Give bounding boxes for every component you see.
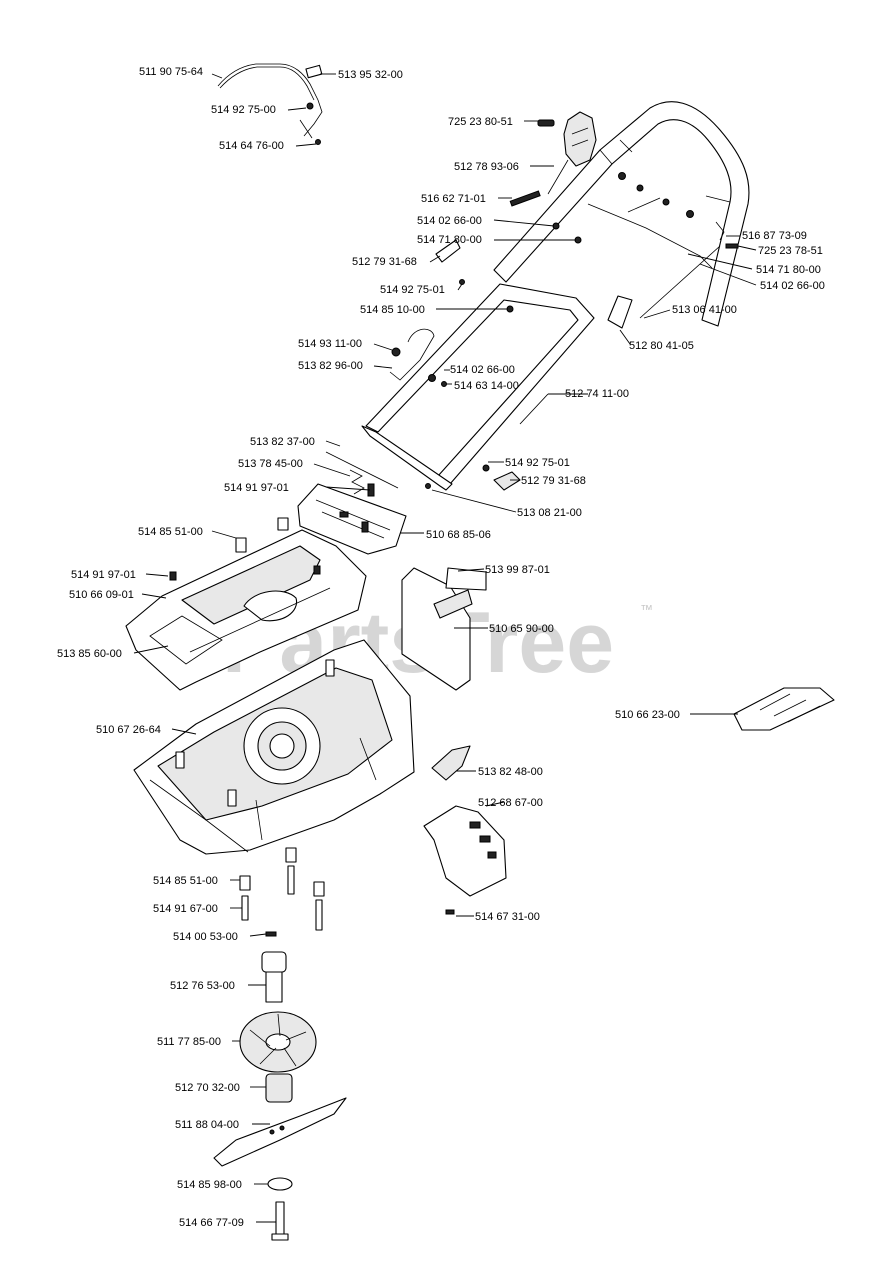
part-number-label[interactable]: 510 66 09-01 [69,589,134,601]
part-number-label[interactable]: 513 82 96-00 [298,360,363,372]
part-number-label[interactable]: 514 02 66-00 [760,280,825,292]
part-number-label[interactable]: 511 77 85-00 [157,1036,221,1048]
part-number-label[interactable]: 513 85 60-00 [57,648,122,660]
part-number-label[interactable]: 513 08 21-00 [517,507,582,519]
callout-labels: 511 90 75-64 513 95 32-00 514 92 75-00 5… [57,66,825,1229]
part-number-label[interactable]: 514 02 66-00 [417,215,482,227]
part-number-label[interactable]: 514 63 14-00 [454,380,519,392]
part-number-label[interactable]: 514 00 53-00 [173,931,238,943]
clip-drawing [431,745,471,781]
part-number-label[interactable]: 512 76 53-00 [170,980,235,992]
part-number-label[interactable]: 514 71 80-00 [417,234,482,246]
part-number-label[interactable]: 513 99 87-01 [485,564,550,576]
part-number-label[interactable]: 512 78 93-06 [454,161,519,173]
part-number-label[interactable]: 514 66 77-09 [179,1217,244,1229]
part-number-label[interactable]: 514 71 80-00 [756,264,821,276]
part-number-label[interactable]: 513 06 41-00 [672,304,737,316]
part-number-label[interactable]: 513 78 45-00 [238,458,303,470]
part-number-label[interactable]: 514 85 51-00 [153,875,218,887]
part-number-label[interactable]: 514 92 75-01 [380,284,445,296]
part-number-label[interactable]: 514 67 31-00 [475,911,540,923]
part-number-label[interactable]: 510 68 85-06 [426,529,491,541]
part-number-label[interactable]: 514 92 75-00 [211,104,276,116]
motor-screws-drawing [239,847,325,937]
part-number-label[interactable]: 514 92 75-01 [505,457,570,469]
side-guard-drawing [423,805,507,915]
part-number-label[interactable]: 725 23 80-51 [448,116,513,128]
part-number-label[interactable]: 513 82 37-00 [250,436,315,448]
control-lever-drawing [217,63,323,145]
catcher-drawing [733,687,835,731]
watermark-trademark: ™ [640,602,653,617]
part-number-label[interactable]: 513 95 32-00 [338,69,403,81]
part-number-label[interactable]: 514 85 10-00 [360,304,425,316]
lower-handle-drawing [325,239,595,491]
upper-hood-drawing [125,517,367,691]
part-number-label[interactable]: 513 82 48-00 [478,766,543,778]
rear-flap-drawing [401,567,487,691]
part-number-label[interactable]: 510 66 23-00 [615,709,680,721]
height-plate-drawing [297,483,407,555]
part-number-label[interactable]: 514 02 66-00 [450,364,515,376]
part-number-label[interactable]: 512 68 67-00 [478,797,543,809]
part-number-label[interactable]: 512 79 31-68 [352,256,417,268]
part-number-label[interactable]: 512 79 31-68 [521,475,586,487]
part-number-label[interactable]: 512 74 11-00 [565,388,629,400]
part-number-label[interactable]: 512 80 41-05 [629,340,694,352]
part-number-label[interactable]: 516 62 71-01 [421,193,486,205]
part-number-label[interactable]: 516 87 73-09 [742,230,807,242]
part-number-label[interactable]: 514 91 67-00 [153,903,218,915]
part-number-label[interactable]: 514 91 97-01 [71,569,136,581]
part-number-label[interactable]: 510 65 90-00 [489,623,554,635]
part-number-label[interactable]: 514 85 51-00 [138,526,203,538]
part-number-label[interactable]: 514 91 97-01 [224,482,289,494]
blade-assembly-drawing [213,951,347,1241]
part-number-label[interactable]: 511 88 04-00 [175,1119,239,1131]
part-number-label[interactable]: 510 67 26-64 [96,724,161,736]
upper-handle-drawing [493,101,750,329]
leader-lines [133,73,757,1223]
part-number-label[interactable]: 514 85 98-00 [177,1179,242,1191]
part-number-label[interactable]: 511 90 75-64 [139,66,203,78]
mower-deck-drawing [133,639,415,855]
part-number-label[interactable]: 514 93 11-00 [298,338,362,350]
part-number-label[interactable]: 725 23 78-51 [758,245,823,257]
part-number-label[interactable]: 512 70 32-00 [175,1082,240,1094]
switch-box-drawing [537,111,597,195]
part-number-label[interactable]: 514 64 76-00 [219,140,284,152]
